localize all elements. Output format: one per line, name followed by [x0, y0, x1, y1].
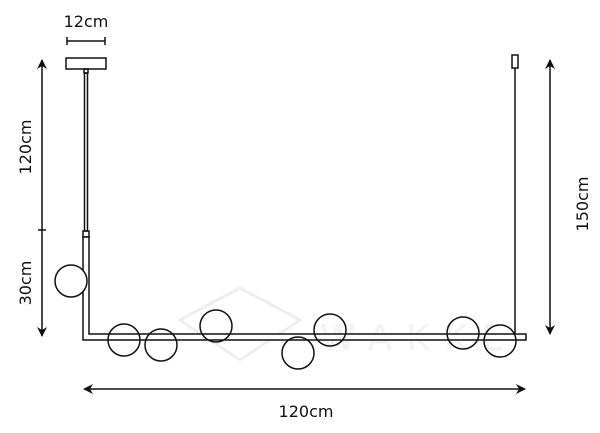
glass-globe — [313, 313, 347, 347]
canopy-width-label: 12cm — [64, 12, 109, 31]
drop-length-label: 30cm — [16, 261, 35, 306]
glass-globe — [483, 324, 517, 358]
glass-globe — [107, 323, 141, 357]
glass-globe — [144, 328, 178, 362]
total-height-label: 150cm — [573, 177, 592, 232]
glass-globe — [446, 316, 480, 350]
ceiling-canopy — [65, 57, 107, 70]
glass-globe — [54, 264, 88, 298]
rod-connector — [82, 230, 90, 238]
lamp-fixture — [54, 54, 527, 370]
cord-length-label: 120cm — [16, 120, 35, 175]
right-cord-connector — [511, 54, 519, 69]
suspension-rod — [83, 72, 89, 232]
l-shaped-bar — [82, 236, 527, 341]
watermark: WAKKE — [177, 286, 504, 362]
dimension-lines — [37, 37, 555, 394]
glass-globe — [199, 309, 233, 343]
canopy-width-bracket — [66, 37, 106, 45]
glass-globe — [281, 336, 315, 370]
total-width-label: 120cm — [279, 402, 334, 421]
